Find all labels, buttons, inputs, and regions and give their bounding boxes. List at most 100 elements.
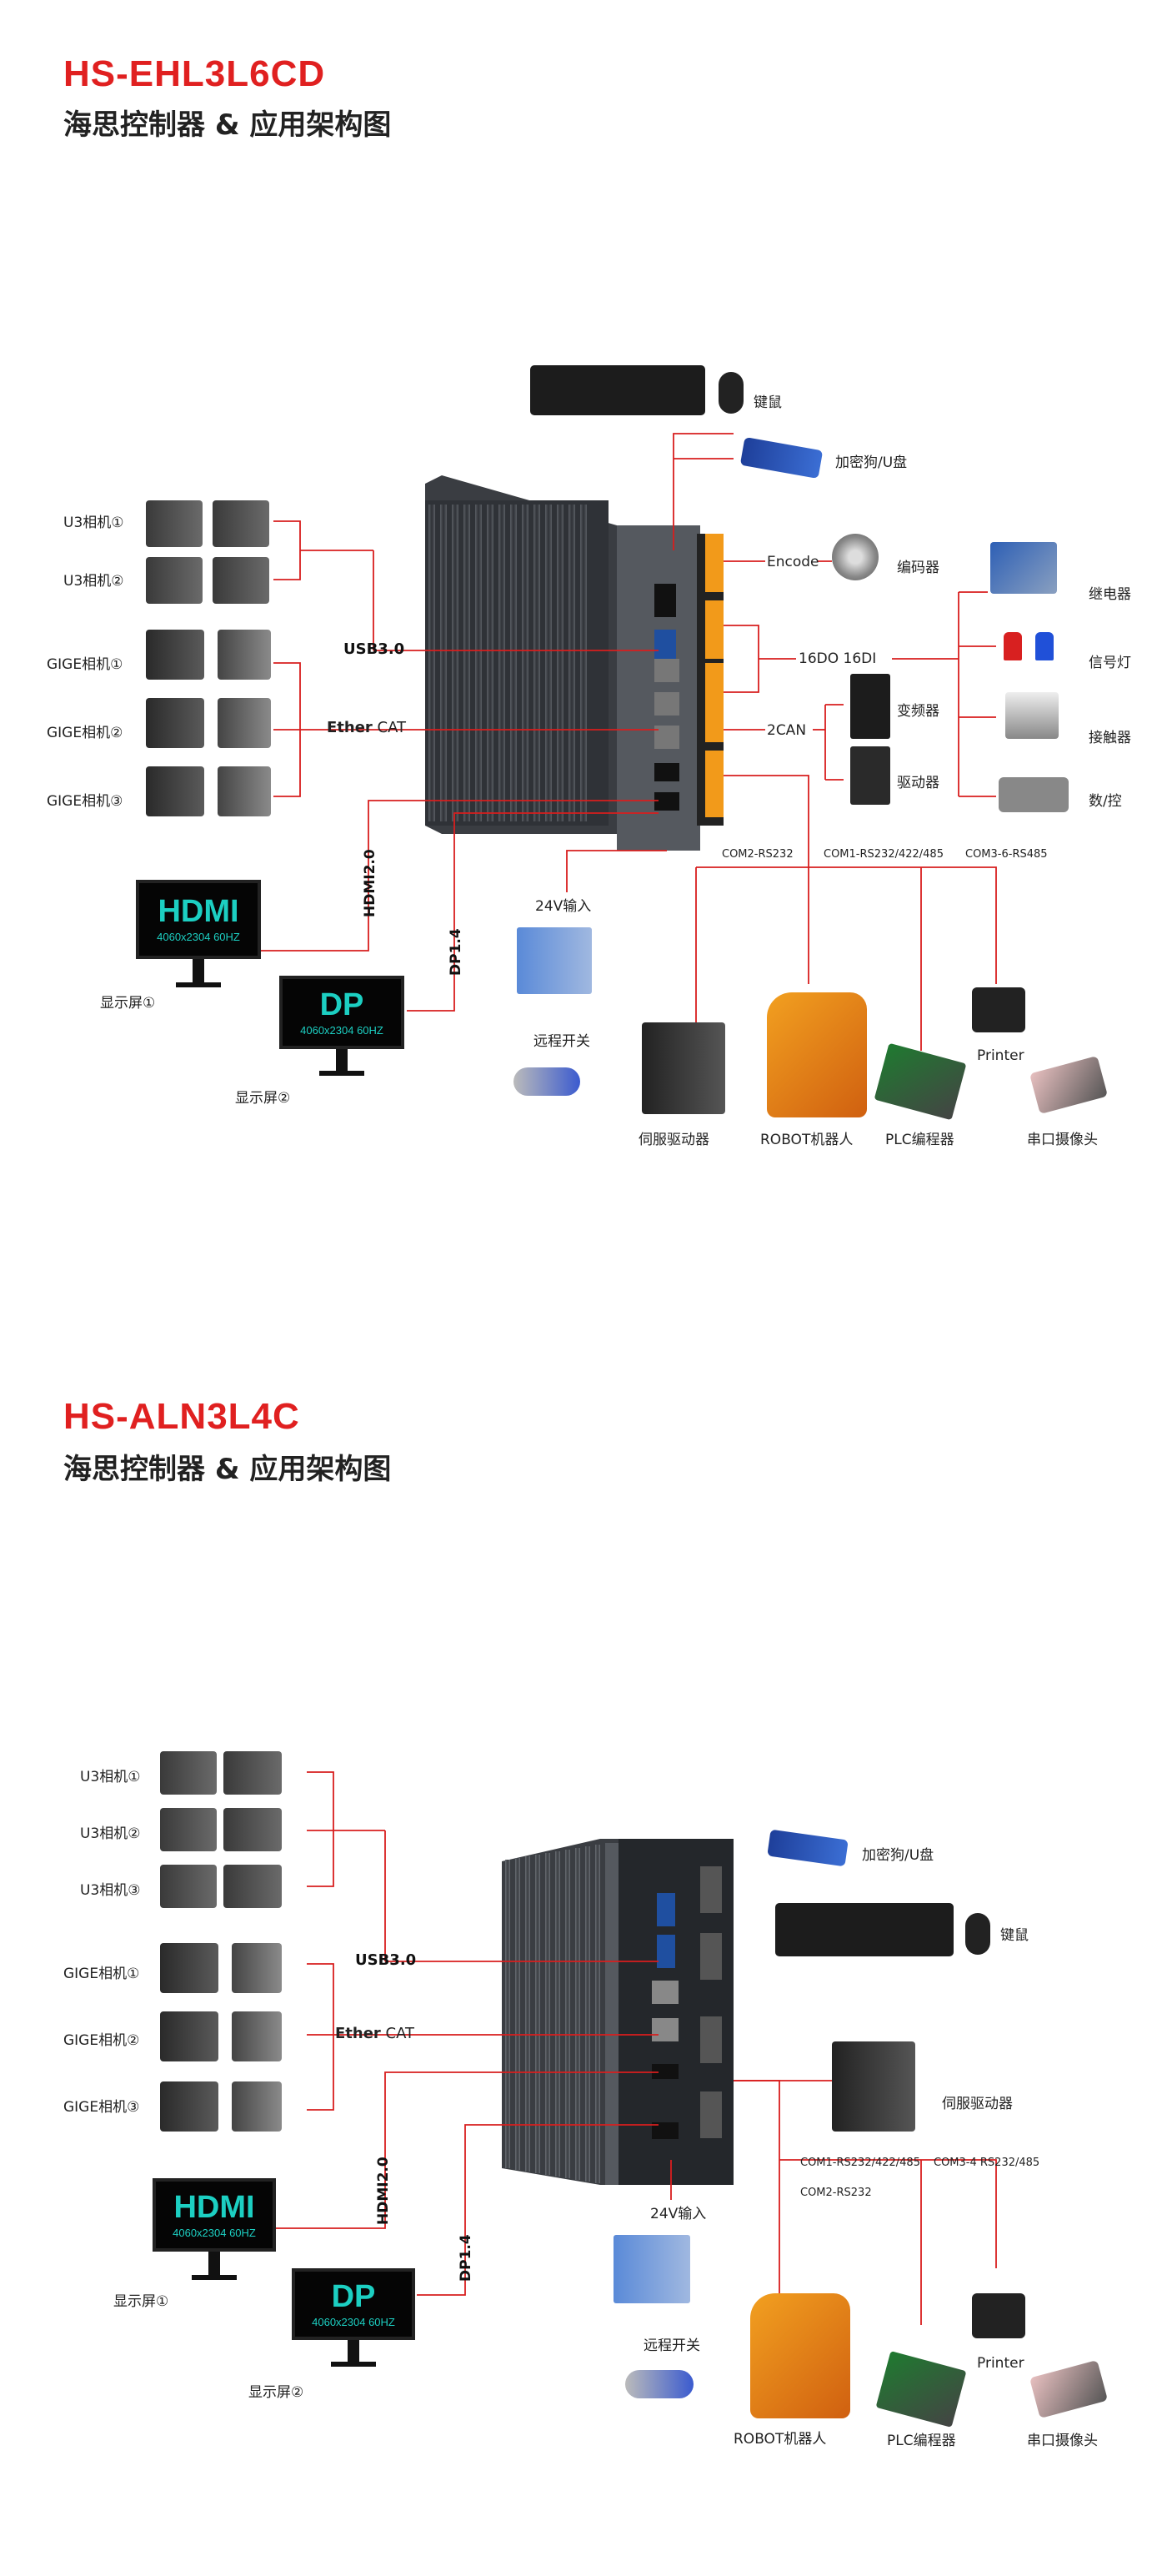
u3-camera-icon (146, 557, 203, 604)
numctl-label: 数/控 (1089, 793, 1122, 810)
u3-camera-icon (223, 1808, 282, 1851)
plc-label: PLC编程器 (885, 1132, 954, 1148)
usb-label: USB3.0 (355, 1951, 417, 1969)
gige-camera-icon (232, 1943, 282, 1993)
control-buttons-icon (999, 777, 1069, 812)
cam-label: GIGE相机③ (47, 793, 123, 810)
cam-label: U3相机① (63, 515, 124, 531)
plc-label: PLC编程器 (887, 2433, 956, 2449)
hdmi-link-label: HDMI2.0 (375, 2157, 392, 2225)
dio-label: 16DO 16DI (799, 650, 877, 667)
monitor-big-text: HDMI (158, 894, 239, 929)
u3-camera-icon (223, 1751, 282, 1795)
cam-label: GIGE相机③ (63, 2099, 140, 2116)
cam-label: GIGE相机② (47, 725, 123, 741)
monitor-big-text: HDMI (173, 2189, 255, 2225)
robot-arm-icon (767, 992, 867, 1117)
cam-label: GIGE相机② (63, 2032, 140, 2049)
u3-camera-icon (160, 1865, 217, 1908)
ether-rest: CAT (385, 2025, 415, 2042)
signal-label: 信号灯 (1089, 655, 1131, 671)
driver-icon (850, 746, 890, 805)
vfd-label: 变频器 (897, 703, 939, 720)
u3-camera-icon (160, 1808, 217, 1851)
robot-label: ROBOT机器人 (734, 2431, 827, 2448)
u3-camera-icon (160, 1751, 217, 1795)
monitor1-label: 显示屏① (113, 2293, 169, 2310)
printer-label: Printer (977, 2355, 1024, 2372)
section1-diagram (260, 433, 997, 1051)
controller-aln-icon (502, 1839, 734, 2185)
gige-camera-icon (218, 630, 271, 680)
printer-icon (972, 2293, 1025, 2338)
serialcam-label: 串口摄像头 (1027, 1132, 1098, 1148)
keyboard-label: 键鼠 (754, 394, 782, 411)
servo-driver-icon (642, 1022, 725, 1114)
gige-camera-icon (160, 1943, 218, 1993)
monitor-res-text: 4060x2304 60HZ (173, 2226, 256, 2239)
printer-label: Printer (977, 1047, 1024, 1064)
u3-camera-icon (223, 1865, 282, 1908)
section2-subtitle: 海思控制器 & 应用架构图 (63, 1453, 392, 1486)
servo-driver-icon (832, 2041, 915, 2132)
usb-label: USB3.0 (343, 640, 405, 658)
dp-monitor: DP 4060x2304 60HZ (279, 976, 404, 1076)
monitor2-label: 显示屏② (248, 2384, 304, 2401)
monitor-big-text: DP (319, 987, 364, 1022)
serialcam-label: 串口摄像头 (1027, 2433, 1098, 2449)
hdmi-monitor: HDMI 4060x2304 60HZ (153, 2178, 276, 2280)
encode-label: Encode (767, 554, 819, 570)
monitor-stand (208, 2252, 220, 2277)
ethercat-label: Ether CAT (335, 2025, 414, 2042)
gige-camera-icon (146, 630, 204, 680)
section2-model-title: HS-ALN3L4C (63, 1396, 300, 1437)
gige-camera-icon (146, 766, 204, 816)
section1-subtitle: 海思控制器 & 应用架构图 (63, 108, 392, 142)
driver-label: 驱动器 (897, 775, 939, 791)
signal-light-red-icon (1004, 632, 1022, 660)
servo-label: 伺服驱动器 (639, 1132, 709, 1148)
mouse-icon (965, 1913, 990, 1955)
cam-label: U3相机② (63, 573, 124, 590)
u3-camera-icon (213, 500, 269, 547)
can-label: 2CAN (767, 722, 807, 739)
keyboard-icon (775, 1903, 954, 1956)
ethercat-label: Ether CAT (327, 719, 406, 736)
monitor-base (319, 1071, 364, 1076)
dongle-label: 加密狗/U盘 (862, 1847, 934, 1864)
monitor-res-text: 4060x2304 60HZ (300, 1023, 383, 1037)
monitor-stand (193, 959, 204, 984)
gige-camera-icon (232, 2081, 282, 2132)
ether-bold: Ether (327, 719, 373, 736)
ether-bold: Ether (335, 2025, 381, 2042)
robot-arm-icon (750, 2293, 850, 2418)
monitor-res-text: 4060x2304 60HZ (157, 931, 240, 943)
gige-camera-icon (146, 698, 204, 748)
hdmi-monitor: HDMI 4060x2304 60HZ (136, 880, 261, 987)
contactor-label: 接触器 (1089, 730, 1131, 746)
gige-camera-icon (232, 2011, 282, 2061)
dp-link-label: DP1.4 (458, 2234, 474, 2282)
relay-label: 继电器 (1089, 586, 1131, 603)
ether-rest: CAT (377, 719, 407, 736)
encoder-label: 编码器 (897, 560, 939, 576)
com2-label: COM2-RS232 (800, 2187, 872, 2199)
remote-label: 远程开关 (533, 1033, 590, 1050)
dp-monitor: DP 4060x2304 60HZ (292, 2268, 415, 2367)
com2-label: COM2-RS232 (722, 848, 794, 861)
monitor-stand (336, 1049, 348, 1072)
gige-camera-icon (218, 698, 271, 748)
com1-label: COM1-RS232/422/485 (824, 848, 944, 861)
remote-label: 远程开关 (644, 2337, 700, 2354)
vfd-icon (850, 674, 890, 739)
robot-label: ROBOT机器人 (760, 1132, 854, 1148)
signal-light-blue-icon (1035, 632, 1054, 660)
power-label: 24V输入 (535, 898, 592, 915)
cam-label: U3相机① (80, 1769, 141, 1785)
cam-label: GIGE相机① (47, 656, 123, 673)
dongle-label: 加密狗/U盘 (835, 454, 908, 471)
controller-ehl-icon (425, 475, 724, 851)
power-supply-icon (517, 927, 592, 994)
keyboard-label: 键鼠 (1000, 1927, 1029, 1944)
